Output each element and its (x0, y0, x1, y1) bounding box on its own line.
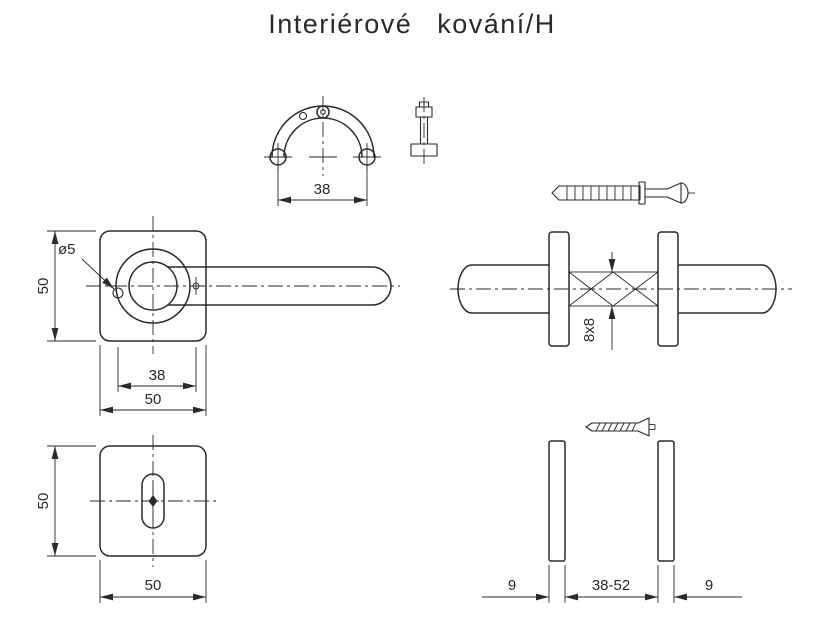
drawing-title: Interiérové kování/H (268, 9, 556, 39)
template-hole-small (298, 111, 308, 121)
handle-rosette (99, 230, 207, 342)
fixing-screw (585, 417, 656, 437)
dim-handle-height: 50 (35, 278, 52, 295)
handle-front-view: ø5 50 38 50 (35, 216, 400, 416)
escutcheon-front-view: 50 50 (35, 435, 216, 603)
dim-hole-diameter: ø5 (58, 241, 76, 258)
handle-side-view: 8x8 (450, 231, 792, 350)
dim-rosette-left-thickness: 9 (508, 577, 516, 594)
wall-plug-screw (551, 181, 695, 205)
escutcheon-side-view: 9 38-52 9 (482, 417, 742, 603)
key-slot (141, 473, 165, 529)
dim-rosette-right-thickness: 9 (705, 577, 713, 594)
fixing-hole (112, 287, 124, 299)
dim-handle-width: 50 (145, 391, 162, 408)
handle-lever (167, 266, 392, 306)
escutcheon-plate-left (548, 440, 566, 562)
dim-template-span: 38 (314, 181, 331, 198)
key-slot-marker (148, 495, 158, 507)
dim-spindle-size: 8x8 (581, 318, 598, 342)
clip-side-view (410, 97, 438, 168)
drill-template-view: 38 (264, 96, 381, 206)
dim-escutcheon-width: 50 (145, 577, 162, 594)
escutcheon-plate (99, 445, 207, 557)
dim-escutcheon-height: 50 (35, 493, 52, 510)
screw-hole-mark (192, 282, 200, 290)
dim-hole-spacing: 38 (149, 367, 166, 384)
escutcheon-plate-right (657, 440, 675, 562)
dim-door-thickness-range: 38-52 (592, 577, 630, 594)
handle-grip-left (457, 264, 550, 314)
handle-grip-right (677, 264, 777, 314)
